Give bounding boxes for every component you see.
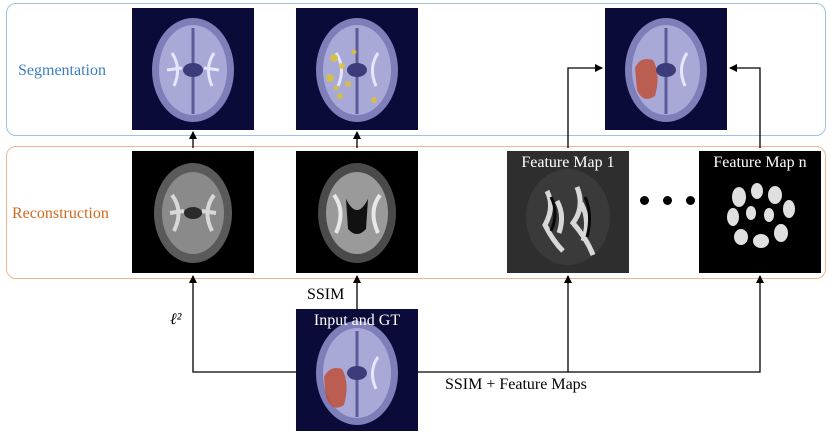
ellipsis-dot [640, 196, 649, 205]
feature-map-1-image: Feature Map 1 [507, 151, 629, 273]
reconstruction-panel [6, 146, 826, 279]
segmentation-panel [6, 3, 826, 136]
ellipsis-dot [686, 196, 695, 205]
l2-loss-label: ℓ² [170, 311, 182, 328]
recon-ssim-image [296, 151, 418, 273]
ellipsis-dots [640, 196, 695, 205]
ellipsis-dot [663, 196, 672, 205]
input-gt-caption: Input and GT [313, 312, 401, 329]
recon-l2-image [132, 151, 254, 273]
arrow-fm1-to-seg [567, 64, 603, 148]
seg-l2-image [132, 8, 254, 130]
feature-map-n-caption: Feature Map n [713, 154, 807, 171]
reconstruction-label: Reconstruction [12, 205, 109, 222]
feature-map-1-caption: Feature Map 1 [521, 154, 615, 171]
input-gt-image: Input and GT [296, 309, 418, 431]
arrow-fmn-to-seg [729, 64, 761, 148]
arrow-input-to-fm1 [418, 275, 572, 373]
arrow-input-to-l2 [189, 275, 296, 373]
seg-feature-image [605, 8, 727, 130]
arrow-input-to-fmn [568, 275, 764, 373]
ssim-feature-maps-label: SSIM + Feature Maps [445, 376, 587, 393]
feature-map-n-image: Feature Map n [699, 151, 821, 273]
segmentation-label: Segmentation [18, 62, 106, 79]
ssim-loss-label: SSIM [307, 286, 345, 303]
seg-ssim-image [296, 8, 418, 130]
